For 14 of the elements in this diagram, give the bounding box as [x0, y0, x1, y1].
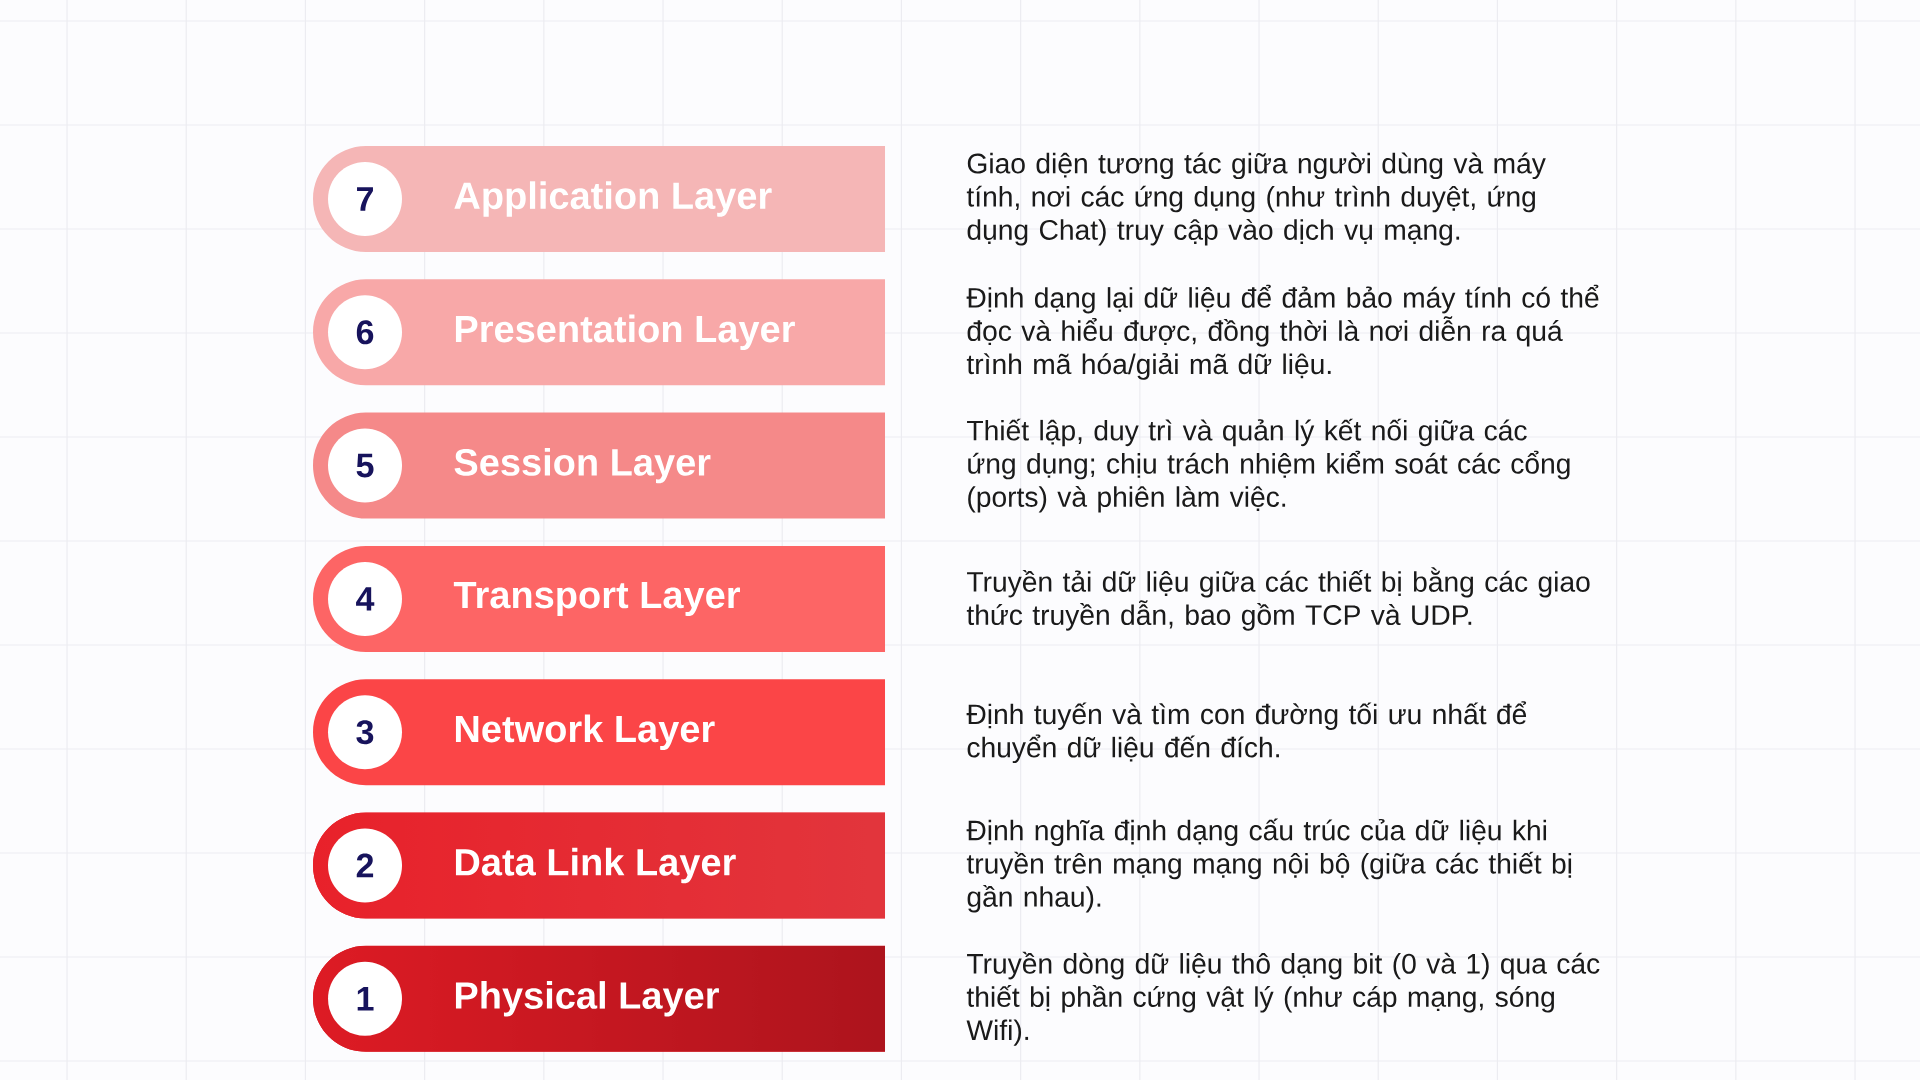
layer-label: Application Layer: [454, 181, 772, 217]
layer-label: Physical Layer: [455, 981, 719, 1017]
layer-label: Presentation Layer: [455, 314, 795, 350]
description-text: Định dạng lại dữ liệu để đảm bảo máy tính có thể đọc và hiểu được, đồng thời là nơi diễn ra quá trình mã hóa/giải mã dữ liệu.: [966, 284, 1599, 380]
layer-label: Transport Layer: [453, 581, 740, 616]
layer-label: Network Layer: [455, 714, 715, 750]
description-text: Giao diện tương tác giữa người dùng và máy tính, nơi các ứng dụng (như trình duyệt, ứng dụng Chat) truy cập vào dịch vụ mạng.: [966, 152, 1546, 246]
description-text: Truyền dòng dữ liệu thô dạng bit (0 và 1) qua các thiết bị phần cứng vật lý (như cáp mạng, sóng Wifi).: [966, 951, 1600, 1046]
description-text: Định nghĩa định dạng cấu trúc của dữ liệu khi truyền trên mạng mạng nội bộ (giữa các thiết bị gần nhau).: [966, 818, 1572, 913]
layer-label: Session Layer: [454, 447, 711, 484]
layer-label: Data Link Layer: [455, 847, 736, 884]
description-text: Truyền tải dữ liệu giữa các thiết bị bằng các giao thức truyền dẫn, bao gồm TCP và UDP.: [966, 567, 1590, 631]
description-text: Thiết lập, duy trì và quản lý kết nối giữa các ứng dụng; chịu trách nhiệm kiểm soát các cổng (ports) và phiên làm việc.: [967, 418, 1570, 513]
description-text: Định tuyến và tìm con đường tối ưu nhất để chuyển dữ liệu đến đích.: [966, 701, 1527, 764]
